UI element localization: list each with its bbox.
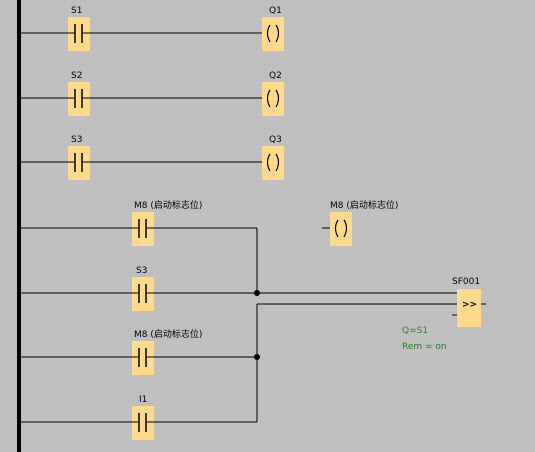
contact-s3-2[interactable] bbox=[132, 277, 154, 311]
coil-q2-label: Q2 bbox=[269, 71, 282, 81]
contact-s2-label: S2 bbox=[71, 71, 82, 81]
coil-q3[interactable] bbox=[262, 146, 284, 180]
power-rail bbox=[17, 0, 21, 452]
coil-q3-label: Q3 bbox=[269, 135, 282, 145]
rung-2: S2 Q2 bbox=[21, 71, 284, 116]
contact-s3-label: S3 bbox=[71, 135, 82, 145]
rung-4: M8 (启动标志位) M8 (启动标志位) bbox=[21, 199, 398, 246]
contact-s1[interactable] bbox=[68, 17, 90, 51]
rung-5: S3 bbox=[21, 266, 457, 311]
function-block-sf001[interactable]: >> bbox=[452, 289, 486, 327]
contact-i1[interactable] bbox=[132, 406, 154, 440]
contact-s1-label: S1 bbox=[71, 6, 82, 16]
block-param-q: Q=S1 bbox=[402, 326, 428, 336]
contact-m8-1-label: M8 (启动标志位) bbox=[134, 199, 202, 211]
junction-dot bbox=[254, 290, 260, 296]
contact-m8-1[interactable] bbox=[132, 212, 154, 246]
coil-q1-label: Q1 bbox=[269, 6, 282, 16]
block-param-rem: Rem = on bbox=[402, 342, 447, 352]
coil-m8[interactable] bbox=[330, 212, 352, 246]
contact-s3[interactable] bbox=[68, 146, 90, 180]
coil-q1[interactable] bbox=[262, 17, 284, 51]
contact-m8-2-label: M8 (启动标志位) bbox=[134, 328, 202, 340]
function-block-name: SF001 bbox=[452, 277, 480, 287]
contact-i1-label: I1 bbox=[139, 395, 147, 405]
coil-m8-label: M8 (启动标志位) bbox=[330, 199, 398, 211]
coil-q2[interactable] bbox=[262, 82, 284, 116]
junction-wires bbox=[254, 228, 457, 422]
rung-3: S3 Q3 bbox=[21, 135, 284, 180]
contact-s2[interactable] bbox=[68, 82, 90, 116]
contact-s3-2-label: S3 bbox=[136, 266, 147, 276]
rung-1: S1 Q1 bbox=[21, 6, 284, 51]
contact-m8-2[interactable] bbox=[132, 341, 154, 375]
junction-dot bbox=[254, 354, 260, 360]
rung-6: M8 (启动标志位) bbox=[21, 328, 257, 375]
rung-7: I1 bbox=[21, 395, 257, 440]
function-block-symbol: >> bbox=[462, 300, 477, 310]
